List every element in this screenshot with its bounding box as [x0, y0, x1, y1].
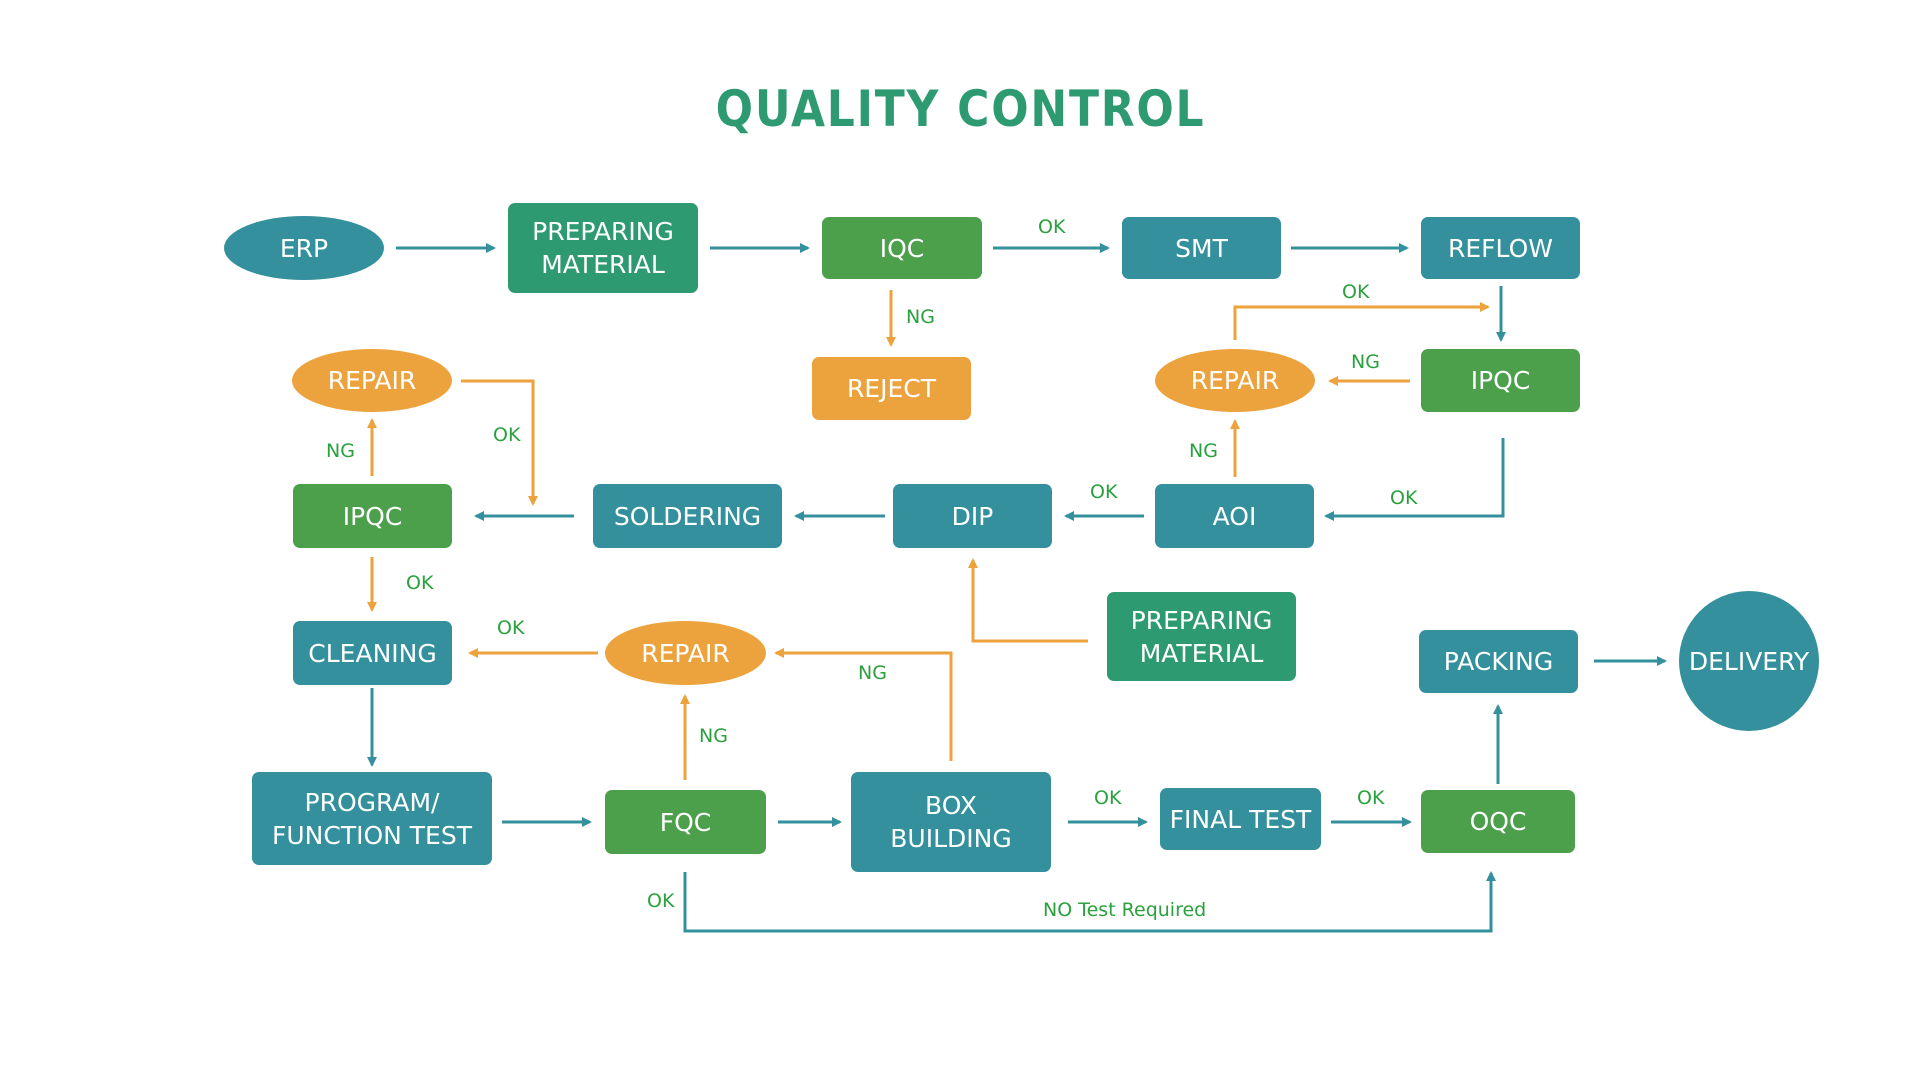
label-repair-left-ok: OK — [493, 424, 521, 446]
label-ipqc-left-repair: NG — [326, 440, 355, 462]
node-erp[interactable]: ERP — [224, 216, 384, 280]
arrow-ipqc-aoi — [1324, 438, 1505, 521]
label-fqc-bypass: OK — [647, 890, 675, 912]
node-cleaning[interactable]: CLEANING — [293, 621, 452, 685]
node-delivery[interactable]: DELIVERY — [1679, 591, 1819, 731]
label-aoi-dip: OK — [1090, 481, 1118, 503]
node-ipqc-right[interactable]: IPQC — [1421, 349, 1580, 412]
node-iqc[interactable]: IQC — [822, 217, 982, 279]
label-final-oqc: OK — [1357, 787, 1385, 809]
node-box-building[interactable]: BOX BUILDING — [851, 772, 1051, 872]
node-ipqc-left[interactable]: IPQC — [293, 484, 452, 548]
arrow-repair-ipqc — [1233, 302, 1490, 340]
arrow-material-dip — [968, 558, 1088, 643]
label-iqc-reject: NG — [906, 306, 935, 328]
label-box-repair-mid: NG — [858, 662, 887, 684]
label-ipqc-aoi: OK — [1390, 487, 1418, 509]
label-iqc-smt: OK — [1038, 216, 1066, 238]
arrow-box-repair — [774, 648, 953, 761]
label-box-final: OK — [1094, 787, 1122, 809]
node-preparing-material-2[interactable]: PREPARING MATERIAL — [1107, 592, 1296, 681]
diagram-title: QUALITY CONTROL — [715, 80, 1206, 138]
label-no-test-required: NO Test Required — [1043, 899, 1207, 921]
label-repair-mid-cleaning: OK — [497, 617, 525, 639]
label-repair-right-ipqc: OK — [1342, 281, 1370, 303]
label-ipqc-left-cleaning: OK — [406, 572, 434, 594]
node-oqc[interactable]: OQC — [1421, 790, 1575, 853]
node-smt[interactable]: SMT — [1122, 217, 1281, 279]
node-dip[interactable]: DIP — [893, 484, 1052, 548]
node-repair-left[interactable]: REPAIR — [292, 349, 452, 412]
node-reflow[interactable]: REFLOW — [1421, 217, 1580, 279]
node-repair-right[interactable]: REPAIR — [1155, 349, 1315, 412]
node-preparing-material[interactable]: PREPARING MATERIAL — [508, 203, 698, 293]
label-fqc-repair-mid: NG — [699, 725, 728, 747]
node-packing[interactable]: PACKING — [1419, 630, 1578, 693]
node-aoi[interactable]: AOI — [1155, 484, 1314, 548]
node-fqc[interactable]: FQC — [605, 790, 766, 854]
label-ipqc-repair-right: NG — [1351, 351, 1380, 373]
node-reject[interactable]: REJECT — [812, 357, 971, 420]
node-soldering[interactable]: SOLDERING — [593, 484, 782, 548]
node-program-function-test[interactable]: PROGRAM/ FUNCTION TEST — [252, 772, 492, 865]
node-repair-mid[interactable]: REPAIR — [605, 621, 766, 685]
arrow-fqc-bypass-oqc — [683, 871, 1496, 933]
label-aoi-repair-right: NG — [1189, 440, 1218, 462]
arrow-repair-left-ok — [461, 379, 538, 506]
node-final-test[interactable]: FINAL TEST — [1160, 788, 1321, 850]
